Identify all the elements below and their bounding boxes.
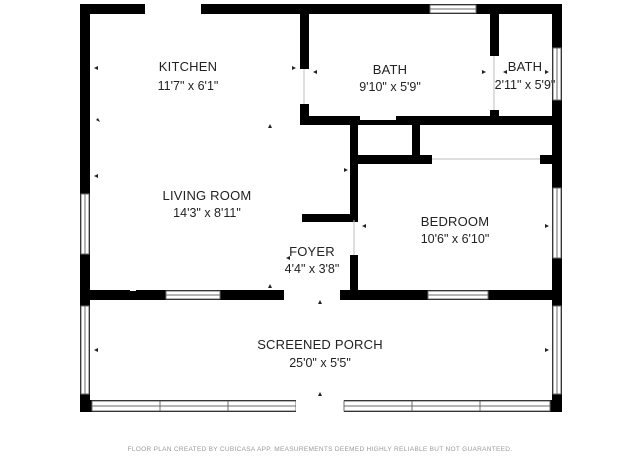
bath-dims: 9'10" x 5'9"	[359, 80, 421, 94]
bedroom-name: BEDROOM	[421, 214, 490, 229]
bedroom-left-wall-upper	[350, 164, 358, 220]
porch-door-opening	[296, 400, 344, 412]
bath2-dims: 2'11" x 5'9"	[495, 78, 556, 92]
right-wall-upper	[552, 4, 562, 300]
porch-name: SCREENED PORCH	[257, 337, 383, 352]
foyer-door-opening	[284, 290, 340, 300]
bath2-bottom-wall	[410, 116, 562, 125]
footer-disclaimer: FLOOR PLAN CREATED BY CUBICASA APP. MEAS…	[127, 446, 513, 453]
foyer-top-wall	[302, 214, 358, 222]
bath-divider-upper	[490, 14, 499, 56]
porch-dims: 25'0" x 5'5"	[289, 356, 351, 370]
closet-right-wall	[412, 124, 420, 164]
measurement-ticks	[94, 66, 549, 396]
bedroom-dims: 10'6" x 6'10"	[421, 232, 490, 246]
bedroom-top-wall-left	[420, 155, 432, 164]
thresholds	[303, 56, 540, 255]
interior-walls	[300, 14, 562, 295]
foyer-dims: 4'4" x 3'8"	[285, 262, 340, 276]
bath-name: BATH	[373, 62, 408, 77]
foyer-name: FOYER	[289, 244, 335, 259]
kitchen-name: KITCHEN	[159, 59, 217, 74]
kitchen-bath-wall-lower	[300, 104, 309, 124]
left-wall-upper	[80, 4, 90, 300]
room-labels: KITCHEN 11'7" x 6'1" BATH 9'10" x 5'9" B…	[158, 59, 556, 370]
windows	[80, 4, 562, 412]
bedroom-left-wall-lower	[350, 255, 358, 295]
top-wall	[80, 4, 560, 14]
kitchen-opening-top	[145, 4, 201, 14]
living-room-name: LIVING ROOM	[163, 188, 252, 203]
gap	[130, 289, 136, 291]
kitchen-dims: 11'7" x 6'1"	[158, 79, 219, 93]
bath-bottom-wall	[300, 116, 410, 125]
bath2-name: BATH	[508, 59, 543, 74]
bottom-wall-openings	[130, 289, 340, 300]
living-room-dims: 14'3" x 8'11"	[173, 206, 241, 220]
closet-bottom-wall	[350, 155, 420, 164]
closet-left-wall	[350, 124, 358, 164]
bedroom-top-wall-right	[540, 155, 560, 164]
kitchen-bath-wall-upper	[300, 14, 309, 69]
